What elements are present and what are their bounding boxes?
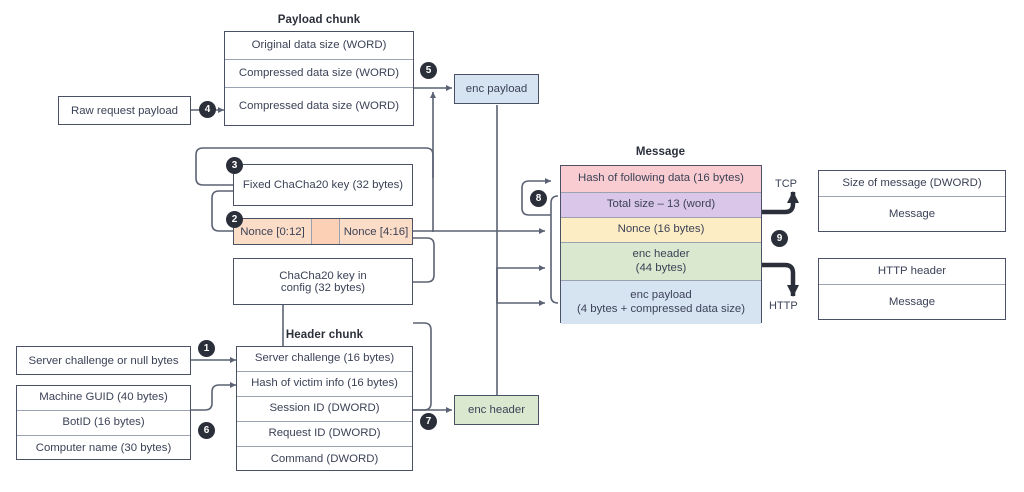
payload-chunk-row: Compressed data size (WORD) (225, 60, 413, 88)
config-key-line-2: config (32 bytes) (280, 281, 366, 294)
payload-chunk-box: Original data size (WORD) Compressed dat… (224, 31, 414, 126)
tcp-output-row: Size of message (DWORD) (819, 171, 1005, 197)
header-chunk-row: Session ID (DWORD) (237, 397, 412, 422)
step-marker-1: 1 (198, 340, 215, 357)
victim-info-row: BotID (16 bytes) (17, 411, 190, 436)
http-output-row: HTTP header (819, 259, 1005, 285)
step-marker-5: 5 (420, 62, 437, 79)
header-chunk-box: Server challenge (16 bytes) Hash of vict… (236, 346, 413, 471)
nonce-middle-segment (312, 219, 340, 244)
nonce-right-segment: Nonce [4:16] (343, 225, 409, 238)
message-enc-payload-size: (4 bytes + compressed data size) (576, 302, 746, 315)
wire-6 (191, 382, 236, 411)
nonce-left-segment: Nonce [0:12] (234, 219, 312, 244)
tcp-label: TCP (775, 178, 797, 190)
victim-info-row: Computer name (30 bytes) (35, 441, 172, 454)
message-row-total-size: Total size – 13 (word) (561, 193, 761, 218)
victim-info-box: Machine GUID (40 bytes) BotID (16 bytes)… (16, 385, 191, 460)
step-marker-4: 4 (199, 101, 216, 118)
message-title: Message (635, 146, 686, 158)
message-row-enc-payload: enc payload (4 bytes + compressed data s… (561, 281, 761, 324)
message-enc-payload-label: enc payload (630, 288, 692, 301)
tcp-output-box: Size of message (DWORD) Message (818, 170, 1006, 232)
server-challenge-source-box: Server challenge or null bytes (16, 346, 191, 375)
message-enc-header-size: (44 bytes) (635, 261, 687, 274)
header-chunk-row: Command (DWORD) (270, 452, 379, 465)
wire-9-http (762, 262, 799, 297)
config-key-line-1: ChaCha20 key in (279, 269, 367, 282)
raw-request-payload-box: Raw request payload (58, 96, 191, 125)
header-chunk-row: Request ID (DWORD) (237, 422, 412, 447)
header-chunk-row: Server challenge (16 bytes) (237, 347, 412, 372)
message-box: Hash of following data (16 bytes) Total … (560, 165, 762, 324)
step-marker-3: 3 (226, 157, 243, 174)
wire-2-hook (211, 190, 233, 232)
payload-chunk-title: Payload chunk (277, 14, 361, 26)
nonce-split-box: Nonce [0:12] Nonce [4:16] (233, 218, 413, 245)
message-row-enc-header: enc header (44 bytes) (561, 243, 761, 281)
header-chunk-title: Header chunk (285, 329, 364, 341)
payload-chunk-row: Original data size (WORD) (225, 32, 413, 60)
header-chunk-row: Hash of victim info (16 bytes) (237, 372, 412, 397)
wire-encheader-to-message (496, 265, 545, 395)
step-marker-7: 7 (420, 413, 437, 430)
http-output-box: HTTP header Message (818, 258, 1006, 320)
step-marker-9: 9 (771, 230, 788, 247)
message-enc-header-label: enc header (632, 247, 690, 260)
message-row-nonce: Nonce (16 bytes) (561, 218, 761, 243)
wire-9-tcp (762, 191, 799, 215)
tcp-output-row: Message (888, 208, 936, 221)
step-marker-2: 2 (226, 211, 243, 228)
enc-payload-box: enc payload (454, 74, 539, 104)
payload-chunk-row: Compressed data size (WORD) (238, 99, 400, 112)
message-row-hash: Hash of following data (16 bytes) (561, 166, 761, 193)
fixed-chacha20-key-box: Fixed ChaCha20 key (32 bytes) (233, 164, 413, 206)
victim-info-row: Machine GUID (40 bytes) (17, 386, 190, 411)
enc-header-box: enc header (454, 395, 539, 425)
wire-8 (521, 178, 551, 216)
wire-8-bracket (550, 195, 559, 304)
http-output-row: Message (888, 296, 936, 309)
wire-3-route (195, 147, 434, 186)
step-marker-6: 6 (198, 422, 215, 439)
http-label: HTTP (769, 300, 798, 312)
config-chacha20-key-box: ChaCha20 key in config (32 bytes) (233, 258, 413, 305)
step-marker-8: 8 (530, 190, 547, 207)
wire-configkey-hook (413, 237, 435, 283)
wire-7-hook (413, 322, 432, 411)
